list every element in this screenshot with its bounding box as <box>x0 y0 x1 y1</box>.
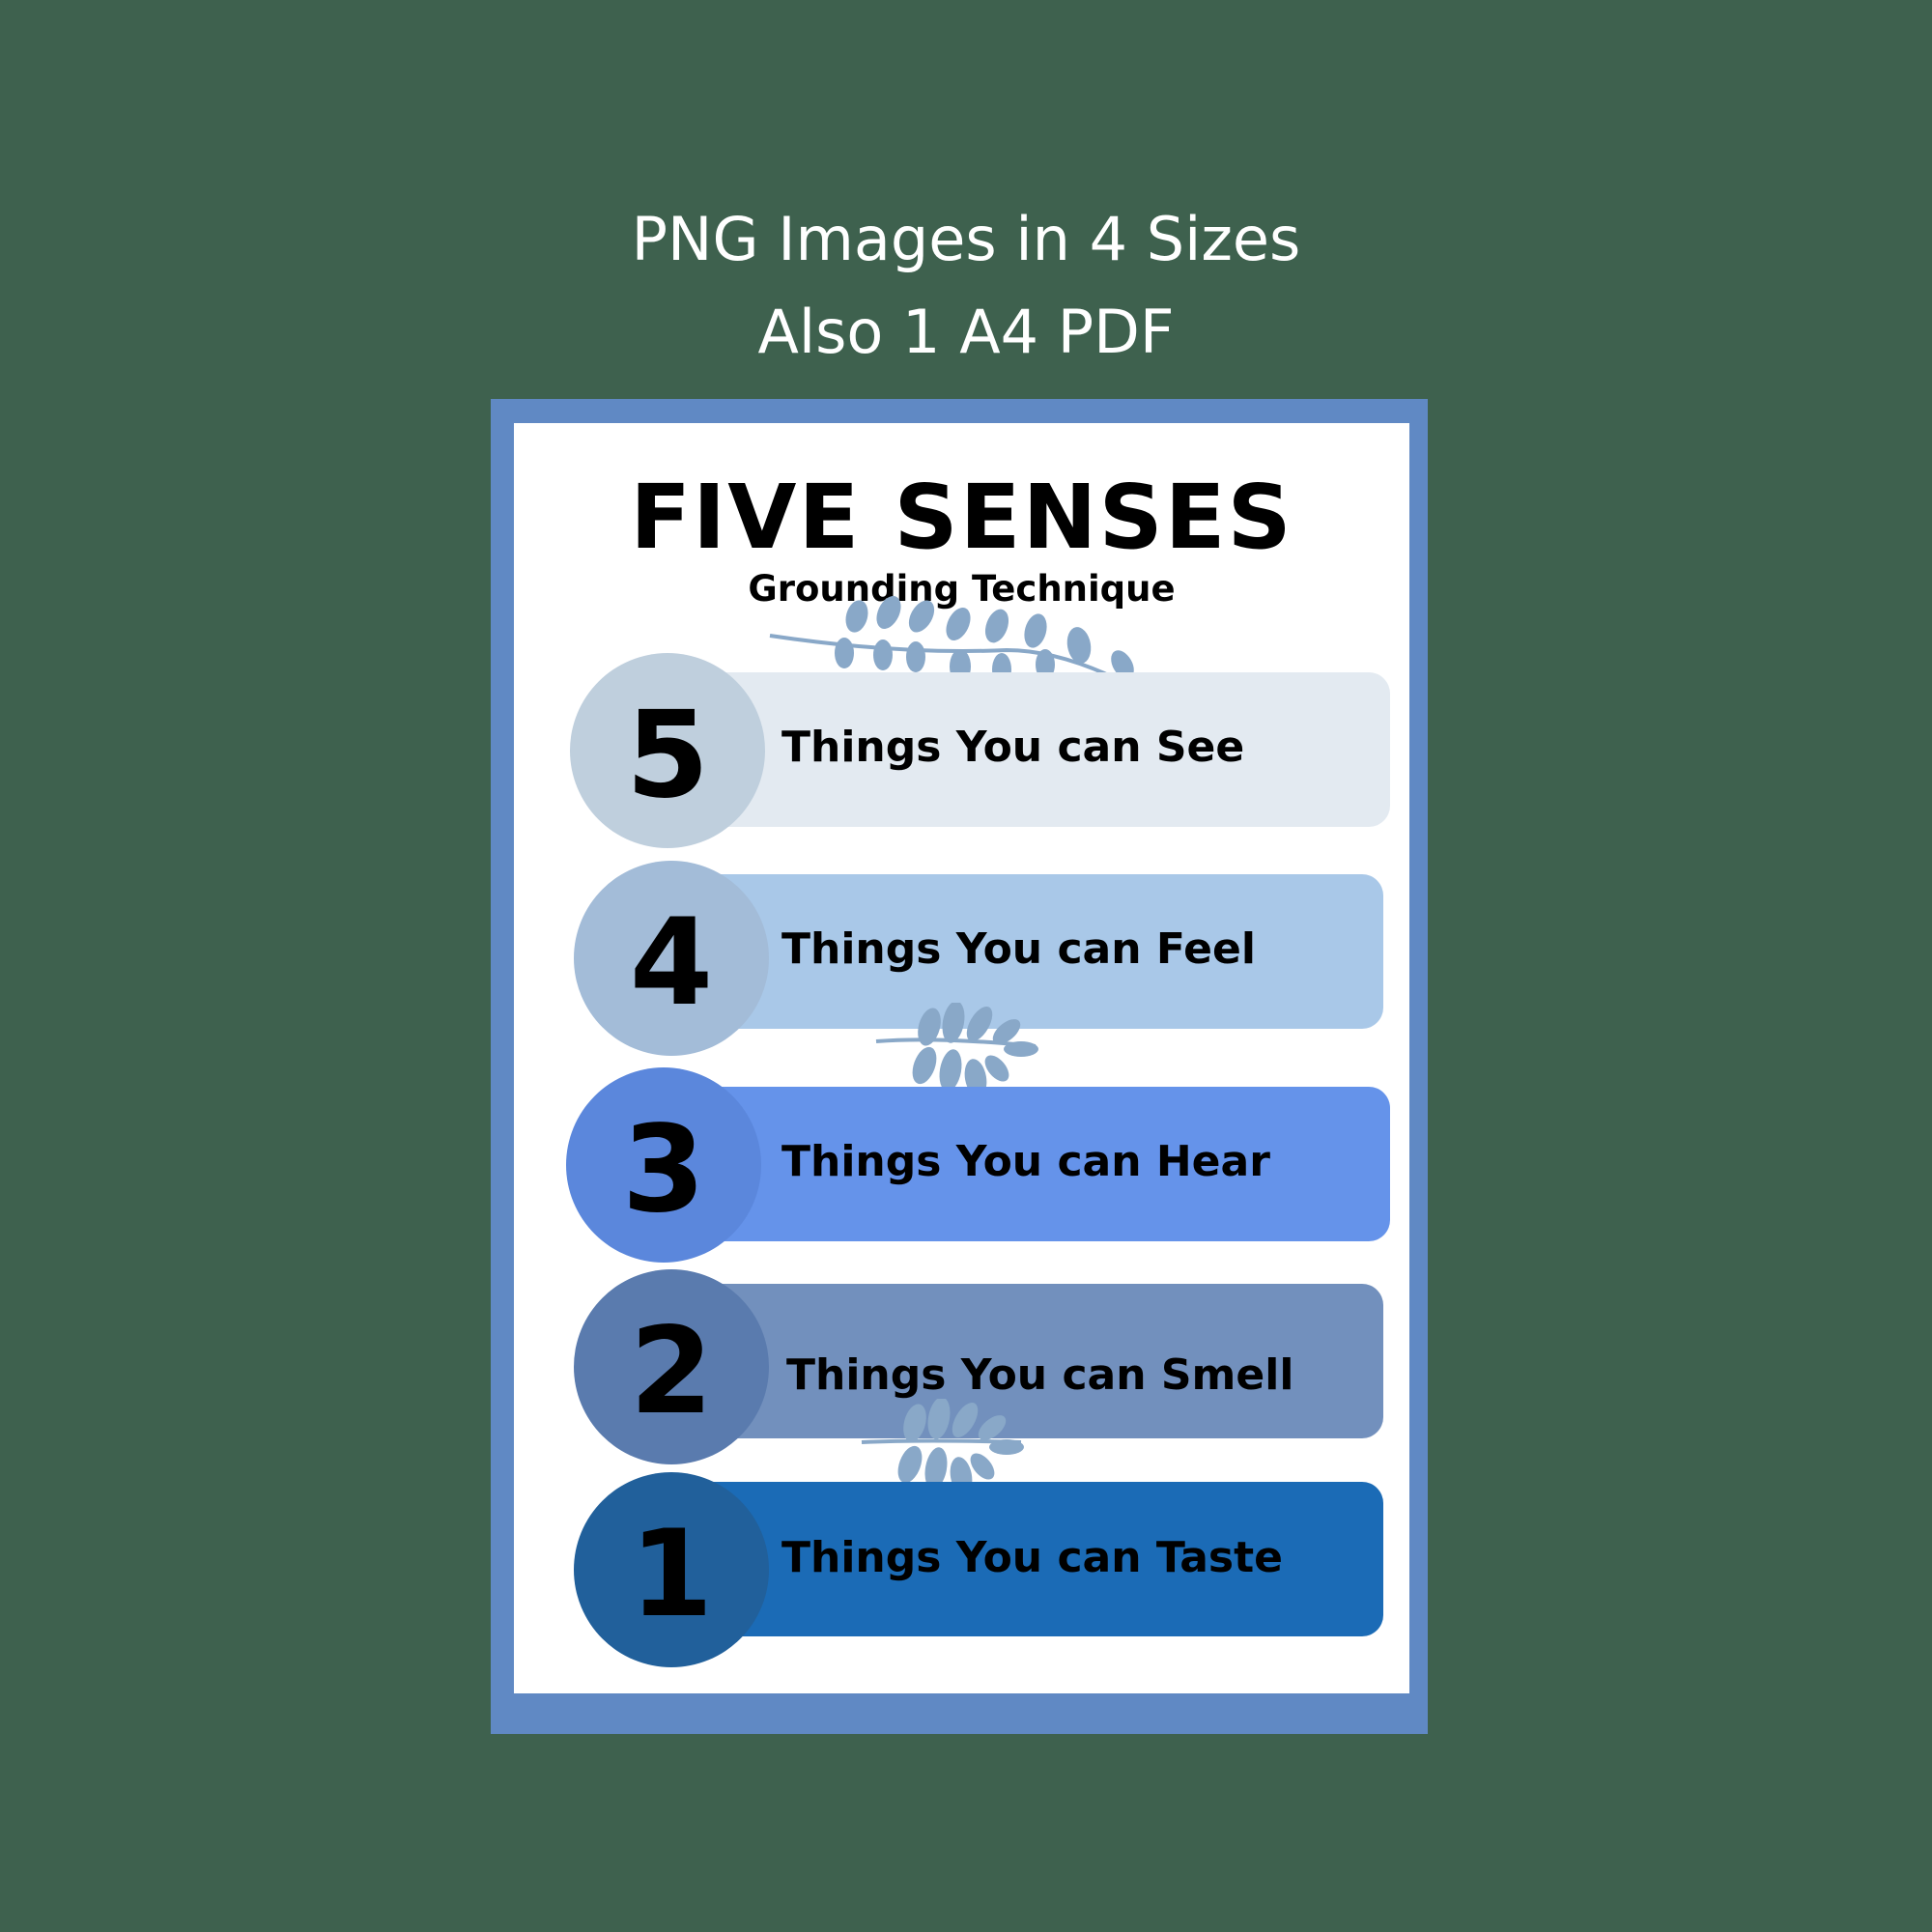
poster-paper: FIVE SENSES Grounding Technique <box>514 423 1409 1693</box>
header-line-1: PNG Images in 4 Sizes <box>631 204 1301 274</box>
poster-subtitle: Grounding Technique <box>748 568 1176 610</box>
sense-number: 5 <box>625 686 710 825</box>
sense-label: Things You can Hear <box>781 1137 1270 1186</box>
leaf-sprig-icon <box>875 1003 1038 1097</box>
sense-label: Things You can Taste <box>781 1533 1283 1582</box>
header-line-2: Also 1 A4 PDF <box>757 297 1175 367</box>
poster-title: FIVE SENSES <box>630 466 1293 569</box>
sense-number: 3 <box>621 1100 706 1239</box>
sense-number: 2 <box>629 1302 714 1441</box>
leaf-sprig-icon <box>769 596 1163 713</box>
sense-label: Things You can See <box>781 723 1245 772</box>
header: PNG Images in 4 Sizes Also 1 A4 PDF <box>0 193 1932 379</box>
sense-label: Things You can Feel <box>781 924 1256 974</box>
poster-frame: FIVE SENSES Grounding Technique <box>491 399 1428 1734</box>
sense-label: Things You can Smell <box>786 1350 1294 1400</box>
leaf-sprig-icon <box>861 1399 1024 1495</box>
sense-number: 1 <box>629 1505 714 1644</box>
number-circle: 2 <box>574 1269 769 1464</box>
number-circle: 4 <box>574 861 769 1056</box>
sense-number: 4 <box>629 894 714 1033</box>
number-circle: 5 <box>570 653 765 848</box>
number-circle: 3 <box>566 1067 761 1263</box>
number-circle: 1 <box>574 1472 769 1667</box>
